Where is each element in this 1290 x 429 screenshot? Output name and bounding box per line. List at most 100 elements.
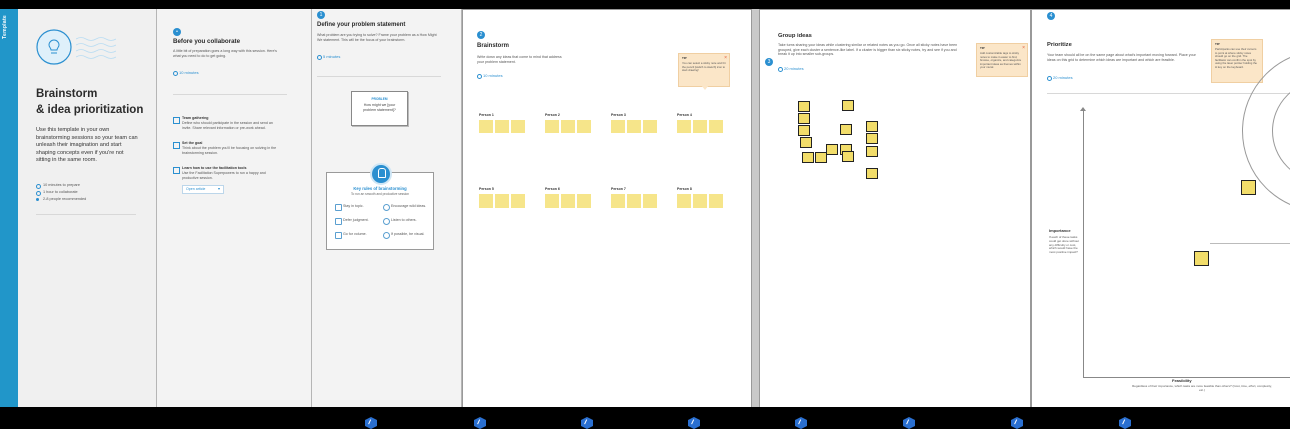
sticky-note[interactable] bbox=[627, 194, 641, 208]
sticky-note[interactable] bbox=[693, 120, 707, 133]
panel-brainstorm: 2 Brainstorm Write down any ideas that c… bbox=[462, 9, 752, 407]
sticky-note[interactable] bbox=[800, 137, 812, 148]
person-2-label: Person 2 bbox=[545, 113, 560, 117]
panel4-title: Brainstorm bbox=[477, 43, 510, 49]
sticky-note[interactable] bbox=[561, 120, 575, 133]
sticky-note[interactable] bbox=[1241, 180, 1256, 195]
step-c-text: Use the Facilitation Superpowers to run … bbox=[182, 171, 266, 180]
clock-icon bbox=[477, 74, 482, 79]
sticky-note[interactable] bbox=[511, 194, 525, 208]
person-5-label: Person 5 bbox=[479, 187, 494, 191]
y-axis-description: If each of these tasks could get done wi… bbox=[1049, 235, 1080, 255]
sticky-note[interactable] bbox=[511, 120, 525, 133]
prep-badge-icon: • bbox=[173, 28, 181, 36]
panel2-time: 10 minutes bbox=[179, 70, 199, 75]
sticky-note[interactable] bbox=[545, 194, 559, 208]
sticky-note[interactable] bbox=[643, 194, 657, 208]
sticky-note[interactable] bbox=[611, 194, 625, 208]
idea-icon bbox=[383, 204, 390, 211]
sticky-note[interactable] bbox=[479, 120, 493, 133]
nav-marker-icon[interactable] bbox=[795, 417, 807, 429]
sticky-note[interactable] bbox=[479, 194, 493, 208]
panel4-intro: Write down any ideas that come to mind t… bbox=[477, 55, 562, 64]
close-icon[interactable]: × bbox=[724, 55, 727, 61]
sticky-note[interactable] bbox=[709, 194, 723, 208]
tip-note[interactable]: TIP Participants can use their cursors t… bbox=[1211, 39, 1263, 83]
person-6-label: Person 6 bbox=[545, 187, 560, 191]
close-icon[interactable]: × bbox=[1022, 45, 1025, 51]
sticky-note[interactable] bbox=[866, 133, 878, 144]
step-b-icon bbox=[173, 142, 180, 149]
rules-card: Key rules of brainstorming To run an smo… bbox=[326, 163, 434, 250]
sticky-note[interactable] bbox=[842, 151, 854, 162]
rule-3: Defer judgment. bbox=[343, 218, 369, 222]
step-a-text: Define who should participate in the ses… bbox=[182, 121, 273, 130]
nav-marker-icon[interactable] bbox=[1119, 417, 1131, 429]
mid-line bbox=[1210, 243, 1290, 244]
person-4-label: Person 4 bbox=[677, 113, 692, 117]
nav-marker-icon[interactable] bbox=[474, 417, 486, 429]
sticky-note[interactable] bbox=[802, 152, 814, 163]
sticky-note[interactable] bbox=[866, 121, 878, 132]
sticky-note[interactable] bbox=[611, 120, 625, 133]
step-2-badge: 2 bbox=[477, 31, 485, 39]
sticky-note[interactable] bbox=[826, 144, 838, 155]
nav-marker-icon[interactable] bbox=[581, 417, 593, 429]
sticky-note[interactable] bbox=[798, 101, 810, 112]
sticky-note[interactable] bbox=[627, 120, 641, 133]
sticky-note[interactable] bbox=[693, 194, 707, 208]
bottom-bar bbox=[0, 407, 1290, 427]
problem-card[interactable]: PROBLEM How might we [your problem state… bbox=[351, 91, 408, 126]
sticky-note[interactable] bbox=[842, 100, 854, 111]
visual-icon bbox=[383, 232, 390, 239]
tip-note[interactable]: TIP × You can select a sticky note and h… bbox=[678, 53, 730, 87]
panel3-title: Define your problem statement bbox=[317, 22, 406, 28]
sticky-note[interactable] bbox=[815, 152, 827, 163]
rule-1: Stay in topic. bbox=[343, 204, 364, 208]
sticky-note[interactable] bbox=[677, 120, 691, 133]
sticky-note[interactable] bbox=[709, 120, 723, 133]
divider bbox=[173, 94, 287, 95]
tip-note[interactable]: TIP × Add customizable tags to sticky no… bbox=[976, 43, 1028, 77]
y-axis-label: Importance bbox=[1049, 228, 1071, 233]
sticky-note[interactable] bbox=[798, 113, 810, 124]
clock-icon bbox=[778, 67, 783, 72]
sticky-note[interactable] bbox=[561, 194, 575, 208]
sticky-note[interactable] bbox=[866, 146, 878, 157]
sticky-note[interactable] bbox=[577, 120, 591, 133]
nav-marker-icon[interactable] bbox=[688, 417, 700, 429]
divider bbox=[36, 214, 136, 215]
mural-canvas[interactable]: Template Brainstorm & idea prioritizatio… bbox=[0, 9, 1290, 407]
rule-6: If possible, be visual. bbox=[391, 232, 425, 236]
nav-marker-icon[interactable] bbox=[1011, 417, 1023, 429]
board-title-line1: Brainstorm bbox=[36, 88, 98, 100]
lightbulb-logo-icon bbox=[35, 28, 73, 66]
sticky-note[interactable] bbox=[495, 194, 509, 208]
panel3-intro: What problem are you trying to solve? Fr… bbox=[317, 33, 437, 42]
sticky-note[interactable] bbox=[495, 120, 509, 133]
board-description: Use this template in your own brainstorm… bbox=[36, 127, 138, 164]
sticky-note[interactable] bbox=[643, 120, 657, 133]
panel4-time: 10 minutes bbox=[483, 73, 503, 78]
sticky-note[interactable] bbox=[798, 125, 810, 136]
sticky-note[interactable] bbox=[1194, 251, 1209, 266]
clock-icon bbox=[1047, 76, 1052, 81]
step-c-title: Learn how to use the facilitation tools bbox=[182, 166, 247, 170]
template-sidebar-strip: Template bbox=[0, 9, 18, 407]
step-a-icon bbox=[173, 117, 180, 124]
open-article-button[interactable]: Open article ▾ bbox=[182, 185, 224, 194]
panel-intro: Brainstorm & idea prioritization Use thi… bbox=[18, 9, 157, 407]
sticky-note[interactable] bbox=[677, 194, 691, 208]
x-axis-description: Regardless of their importance, which ta… bbox=[1132, 384, 1272, 392]
template-label: Template bbox=[2, 15, 8, 39]
panel5-time: 20 minutes bbox=[784, 66, 804, 71]
sticky-note[interactable] bbox=[545, 120, 559, 133]
nav-marker-icon[interactable] bbox=[365, 417, 377, 429]
nav-marker-icon[interactable] bbox=[903, 417, 915, 429]
sticky-note[interactable] bbox=[840, 124, 852, 135]
person-7-label: Person 7 bbox=[611, 187, 626, 191]
sticky-note[interactable] bbox=[866, 168, 878, 179]
panel6-title: Prioritize bbox=[1047, 42, 1072, 48]
sticky-note[interactable] bbox=[577, 194, 591, 208]
rules-badge-icon bbox=[370, 163, 392, 185]
